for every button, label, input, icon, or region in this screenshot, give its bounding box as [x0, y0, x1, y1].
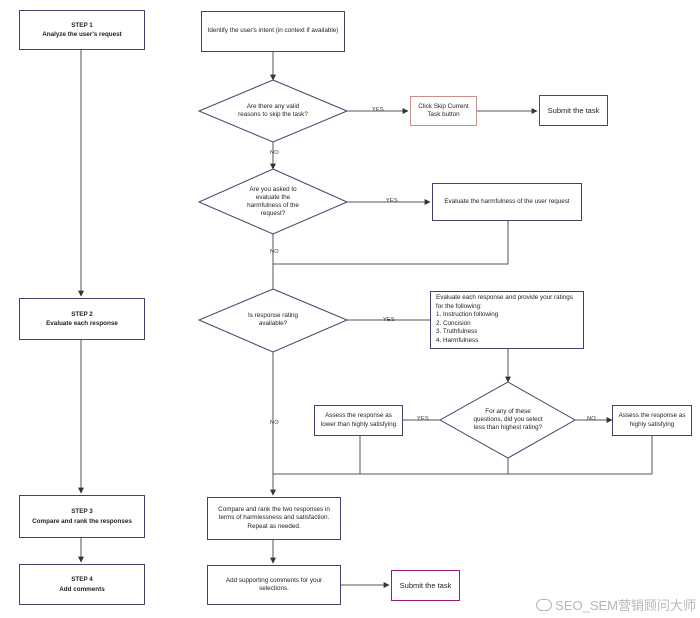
assess-lower-box: Assess the response as lower than highly…: [314, 405, 403, 436]
assess-high-box: Assess the response as highly satisfying: [612, 405, 692, 436]
submit-task-box-1: Submit the task: [539, 95, 608, 126]
step-3-number: STEP 3: [71, 508, 93, 516]
yes-label-harm: YES: [386, 198, 398, 204]
submit-task-text-2: Submit the task: [399, 581, 452, 590]
add-comments-box: Add supporting comments for your selecti…: [207, 565, 341, 605]
identify-intent-text: Identify the user's intent (in context i…: [207, 27, 339, 35]
watermark-text: SEO_SEM营销顾问大师: [555, 598, 696, 613]
harm-eval-text: Evaluate the harmfulness of the user req…: [444, 197, 570, 205]
weibo-icon: [536, 599, 553, 611]
ratings-item: 3. Truthfulness: [436, 328, 478, 335]
step-4-title: Add comments: [59, 585, 105, 593]
step-1-box: STEP 1 Analyze the user's request: [19, 10, 145, 50]
assess-high-text: Assess the response as highly satisfying: [618, 412, 686, 428]
skip-question-text: Are there any valid reasons to skip the …: [238, 102, 308, 118]
compare-rank-text: Compare and rank the two responses in te…: [218, 505, 330, 530]
step-4-box: STEP 4 Add comments: [19, 564, 145, 605]
rating-question-text: Is response rating available?: [247, 311, 299, 327]
step-3-title: Compare and rank the responses: [32, 517, 132, 525]
yes-label-skip: YES: [372, 107, 384, 113]
step-2-title: Evaluate each response: [46, 320, 118, 327]
ratings-box: Evaluate each response and provide your …: [430, 291, 584, 349]
no-label-less: NO: [587, 416, 596, 422]
identify-intent-box: Identify the user's intent (in context i…: [201, 11, 345, 52]
ratings-intro-text: Evaluate each response and provide your …: [436, 294, 573, 310]
ratings-item: 1. Instruction following: [436, 311, 499, 318]
decision-harm-diamond: [197, 168, 349, 235]
harm-question-text: Are you asked to evaluate the harmfulnes…: [247, 185, 299, 218]
yes-label-rating: YES: [383, 317, 395, 323]
no-label-skip: NO: [270, 150, 279, 156]
ratings-item: 2. Concision: [436, 319, 471, 327]
step-2-number: STEP 2: [71, 310, 93, 318]
less-rating-question-text: For any of these questions, did you sele…: [473, 407, 543, 432]
step-1-number: STEP 1: [71, 21, 93, 29]
no-label-rating: NO: [270, 420, 279, 426]
no-label-harm: NO: [270, 249, 279, 255]
harm-eval-box: Evaluate the harmfulness of the user req…: [432, 183, 582, 221]
add-comments-text: Add supporting comments for your selecti…: [225, 576, 323, 593]
ratings-list: 1. Instruction following 2. Concision 3.…: [436, 311, 498, 345]
submit-task-box-2: Submit the task: [391, 570, 460, 601]
ratings-item: 4. Harmfulness: [436, 336, 479, 344]
yes-label-less: YES: [417, 416, 429, 422]
decision-skip-diamond: [197, 79, 349, 143]
compare-rank-box: Compare and rank the two responses in te…: [207, 497, 341, 540]
connector-harmeval-merge: [273, 221, 509, 265]
decision-rating-diamond: [197, 288, 349, 353]
assess-lower-text: Assess the response as lower than highly…: [320, 412, 397, 428]
step-2-box: STEP 2 Evaluate each response: [19, 298, 145, 340]
step-3-box: STEP 3 Compare and rank the responses: [19, 495, 145, 538]
watermark: SEO_SEM营销顾问大师: [536, 595, 696, 614]
skip-button-text: Click Skip Current Task button: [418, 102, 469, 119]
step-4-number: STEP 4: [71, 576, 93, 584]
step-1-title: Analyze the user's request: [42, 31, 122, 38]
decision-lessrating-diamond: [438, 381, 577, 459]
skip-button-box: Click Skip Current Task button: [410, 96, 477, 126]
submit-task-text-1: Submit the task: [547, 106, 600, 115]
